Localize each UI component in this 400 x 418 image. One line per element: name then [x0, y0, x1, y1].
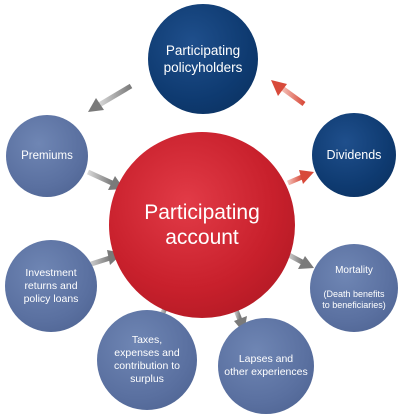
participating-policyholders-label: Participating policyholders [163, 43, 243, 75]
arrow-center-to-dividends [287, 170, 314, 186]
arrow-policyholders-to-premiums [88, 83, 133, 112]
lapses-label: Lapses and other experiences [224, 353, 308, 378]
participating-account-node: Participating account [109, 132, 295, 318]
premiums-label: Premiums [21, 150, 73, 162]
investment-node: Investment returns and policy loans [5, 240, 97, 332]
premiums-node: Premiums [6, 115, 88, 197]
taxes-label: Taxes, expenses and contribution to surp… [114, 334, 180, 385]
participating-account-label: Participating account [144, 201, 260, 249]
mortality-sublabel: (Death benefits to beneficiaries) [322, 289, 386, 310]
mortality-node: Mortality (Death benefits to beneficiari… [310, 244, 398, 332]
taxes-node: Taxes, expenses and contribution to surp… [97, 310, 197, 410]
arrow-dividends-to-policyholders [271, 80, 306, 107]
arrow-center-to-mortality [285, 251, 314, 269]
mortality-label: Mortality [335, 265, 373, 276]
investment-label: Investment returns and policy loans [23, 266, 79, 305]
participating-policyholders-node: Participating policyholders [148, 4, 258, 114]
dividends-label: Dividends [326, 148, 382, 162]
lapses-node: Lapses and other experiences [218, 318, 314, 414]
dividends-node: Dividends [312, 113, 396, 197]
